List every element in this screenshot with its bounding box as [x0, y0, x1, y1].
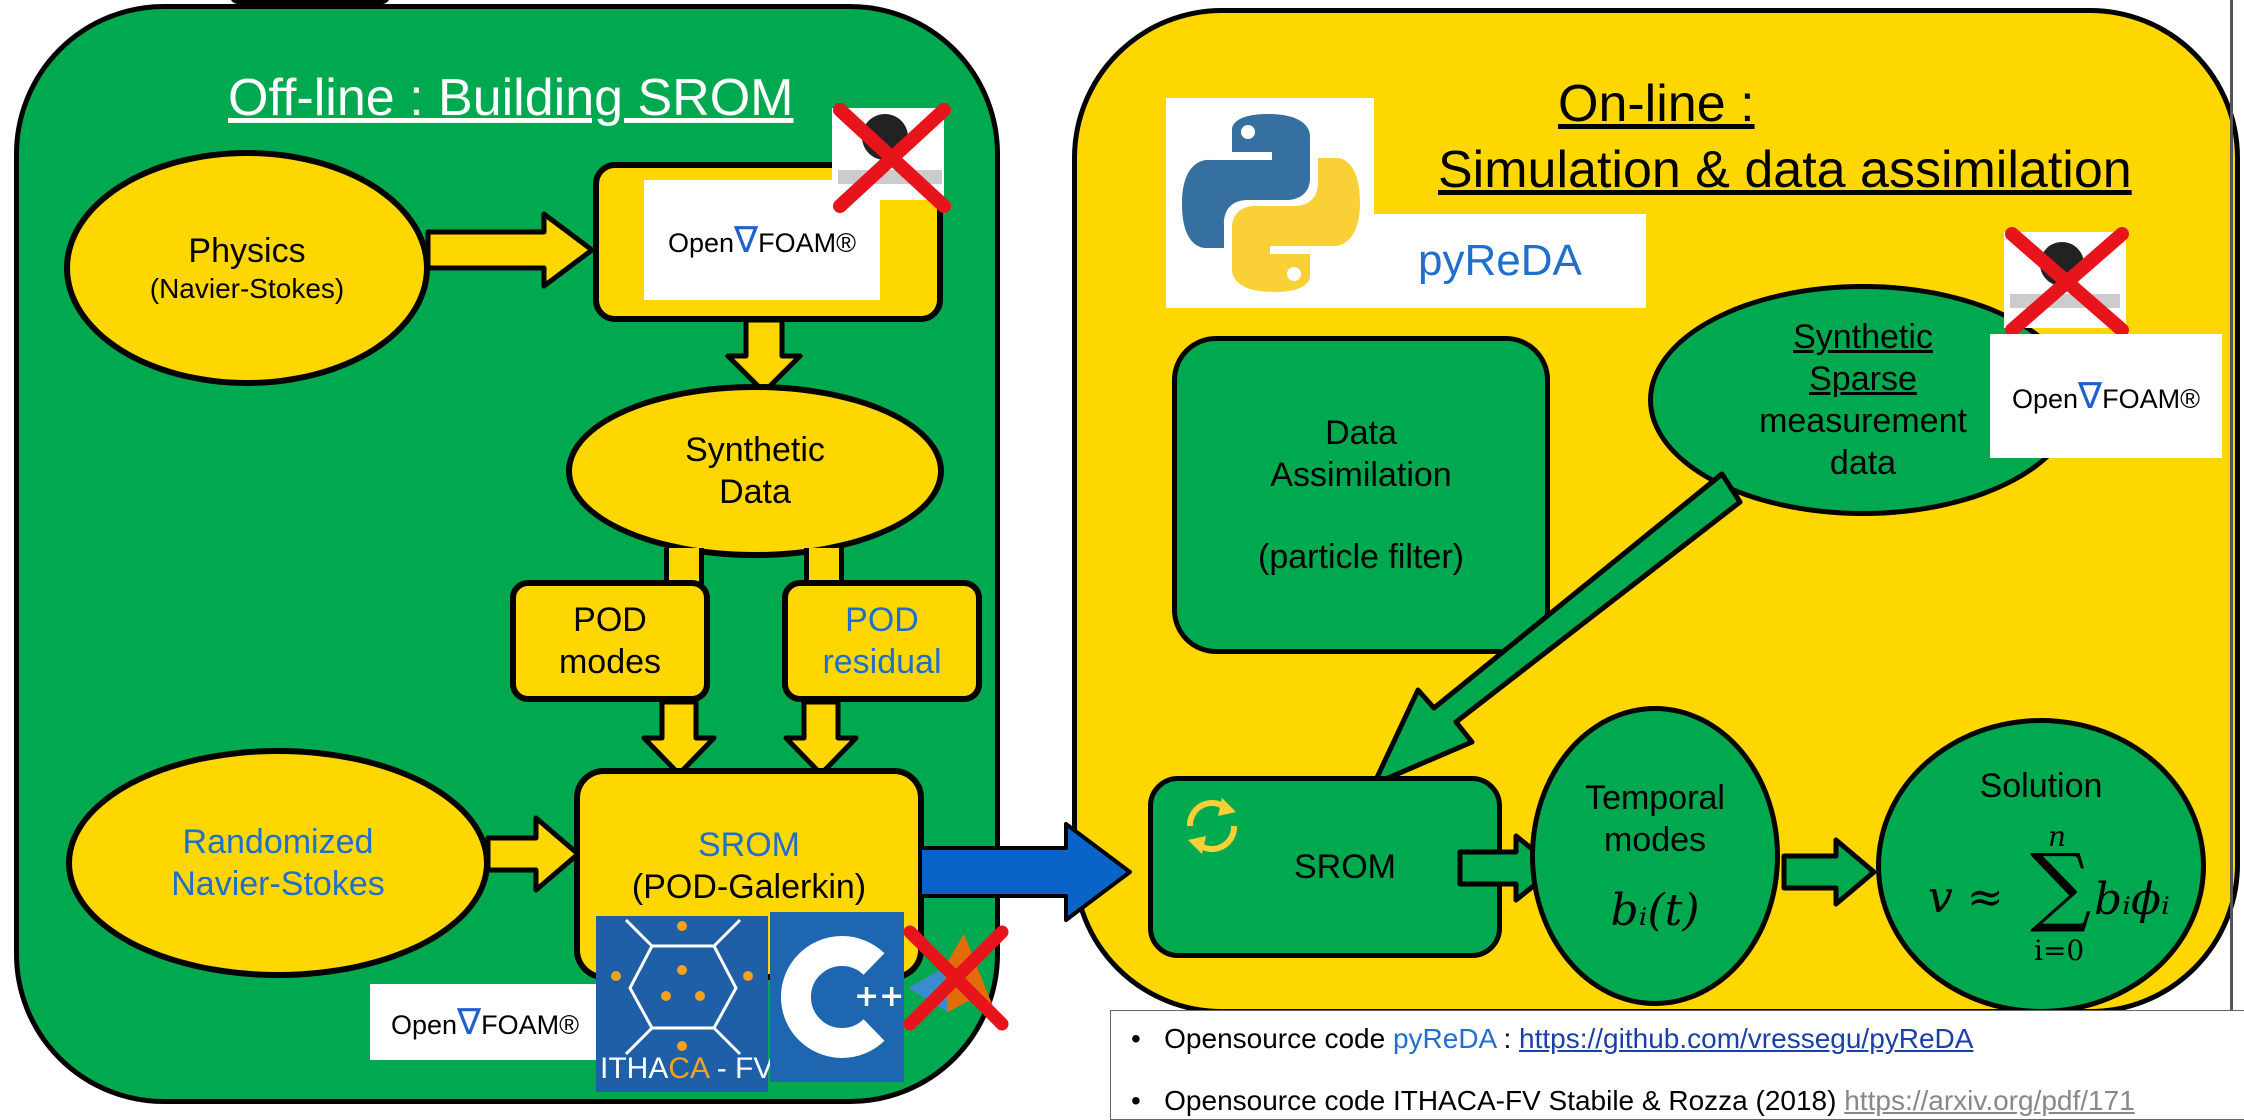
- srom-offline-subtitle: (POD-Galerkin): [631, 868, 867, 906]
- cross-icon: [2005, 227, 2129, 337]
- openfoam-right-logo: Open∇FOAM®: [1990, 334, 2222, 458]
- arrow-offline-to-online: [918, 822, 1132, 922]
- top-cut-fragment: [230, 0, 390, 4]
- data-label: Data: [719, 473, 791, 511]
- synthetic-sparse-line2: Sparse: [1809, 360, 1917, 398]
- srom-online-label: SROM: [1294, 848, 1396, 886]
- solution-upper: n: [2048, 820, 2067, 853]
- pod-residual-line1: POD: [845, 601, 919, 639]
- cross-icon: [833, 103, 951, 213]
- reference-2: • Opensource code ITHACA-FV Stabile & Ro…: [1131, 1085, 2135, 1116]
- cross-icon: [903, 925, 1009, 1031]
- ithaca-fv-logo-icon: ITHACA - FV: [596, 916, 773, 1092]
- pod-modes-line2: modes: [558, 643, 662, 681]
- online-title-line1: On-line :: [1558, 75, 1755, 133]
- reference-1: • Opensource code pyReDA : https://githu…: [1131, 1023, 1974, 1054]
- solution-label: Solution: [1979, 767, 2103, 805]
- data-assimilation-line3: (particle filter): [1258, 538, 1464, 576]
- randomized-ellipse: Randomized Navier-Stokes: [66, 748, 490, 978]
- solution-rhs: bᵢϕᵢ: [2094, 874, 2170, 925]
- solution-sum: ∑: [2030, 836, 2092, 936]
- pod-modes-box: POD modes: [510, 580, 710, 702]
- pod-residual-line2: residual: [822, 643, 942, 681]
- openfoam-bottom-logo: Open∇FOAM®: [370, 984, 600, 1060]
- arrow-temporal-to-solution: [1781, 837, 1877, 907]
- pyreda-github-link[interactable]: https://github.com/vressegu/pyReDA: [1519, 1023, 1974, 1054]
- pod-modes-line1: POD: [573, 601, 647, 639]
- references-box: • Opensource code pyReDA : https://githu…: [1110, 1010, 2244, 1120]
- data-assimilation-line1: Data: [1325, 414, 1397, 452]
- synthetic-label: Synthetic: [685, 431, 825, 469]
- sync-icon: [1186, 798, 1238, 854]
- connector-right: [804, 548, 844, 584]
- arrow-pod-residual-to-srom: [783, 699, 859, 777]
- temporal-formula: bᵢ(t): [1610, 884, 1700, 936]
- connector-left: [664, 548, 704, 584]
- pyreda-label: pyReDA: [1418, 236, 1582, 285]
- solution-lower: i=0: [2034, 934, 2085, 967]
- physics-ellipse: Physics (Navier-Stokes): [64, 150, 430, 386]
- arrow-openfoam-to-synthetic: [725, 317, 803, 395]
- synthetic-data-ellipse: Synthetic Data: [566, 384, 944, 558]
- arrow-measurement-to-srom: [1371, 471, 1743, 787]
- ithaca-arxiv-link[interactable]: https://arxiv.org/pdf/171: [1844, 1085, 2135, 1116]
- svg-text:++: ++: [854, 979, 904, 1014]
- synthetic-sparse-line3: measurement: [1759, 402, 1967, 440]
- arrow-pod-modes-to-srom: [641, 699, 717, 777]
- pyreda-label-box: pyReDA: [1372, 214, 1646, 308]
- temporal-line2: modes: [1603, 820, 1707, 859]
- offline-title: Off-line : Building SROM: [228, 69, 794, 127]
- arrow-physics-to-openfoam: [425, 211, 595, 289]
- online-title-line2: Simulation & data assimilation: [1438, 141, 2132, 199]
- arrow-randomized-to-srom: [485, 815, 581, 893]
- synthetic-sparse-line1: Synthetic: [1793, 318, 1933, 356]
- randomized-line1: Randomized: [182, 823, 374, 861]
- data-assimilation-box: Data Assimilation (particle filter): [1172, 336, 1550, 654]
- data-assimilation-line2: Assimilation: [1270, 456, 1452, 494]
- temporal-modes-circle: Temporal modes bᵢ(t): [1530, 706, 1780, 1006]
- srom-offline-title: SROM: [698, 826, 800, 864]
- physics-label: Physics: [188, 232, 306, 270]
- temporal-line1: Temporal: [1585, 778, 1725, 817]
- openfoam-top-logo: Open∇FOAM®: [644, 180, 880, 300]
- solution-lhs: v ≈: [1928, 872, 2004, 923]
- pod-residual-box: POD residual: [782, 580, 982, 702]
- physics-sublabel: (Navier-Stokes): [149, 273, 345, 304]
- right-edge-line: [2230, 0, 2233, 1100]
- python-logo-icon: [1182, 114, 1360, 292]
- solution-formula: v ≈ n ∑ i=0 bᵢϕᵢ: [1928, 820, 2188, 970]
- cpp-logo-icon: ++: [770, 912, 904, 1082]
- randomized-line2: Navier-Stokes: [171, 865, 385, 903]
- synthetic-sparse-line4: data: [1829, 444, 1897, 482]
